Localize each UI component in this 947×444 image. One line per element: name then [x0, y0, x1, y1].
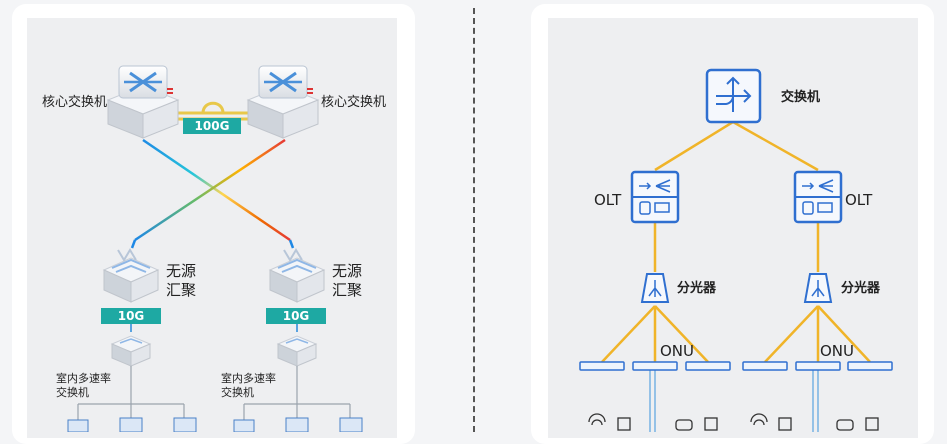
topology-diagram	[67, 65, 893, 432]
endpoint-devices-right	[233, 417, 363, 432]
uplink-speed-right-badge: 10G	[266, 308, 326, 324]
pon-switch-label: 交换机	[781, 90, 821, 105]
core-switch-right-icon	[246, 65, 320, 139]
olt-left-icon	[630, 170, 680, 224]
splitter-right-icon	[803, 273, 833, 303]
indoor-switch-left-icon	[110, 335, 152, 367]
onu-devices-left	[579, 361, 731, 371]
olt-left-label: OLT	[594, 191, 622, 209]
uplink-speed-left-badge: 10G	[101, 308, 161, 324]
splitter-left-label: 分光器	[677, 281, 717, 296]
indoor-switch-right-icon	[276, 335, 318, 367]
indoor-switch-left-label-line2: 交换机	[56, 386, 89, 399]
core-switch-left-icon	[106, 65, 180, 139]
dashed-divider	[473, 8, 475, 432]
onu-devices-right	[742, 361, 893, 371]
passive-agg-left-icon	[102, 248, 160, 303]
cross-link-1	[142, 138, 291, 242]
onu-left-label: ONU	[660, 342, 695, 360]
splitter-left-icon	[640, 273, 670, 303]
onu-right-label: ONU	[820, 342, 855, 360]
pon-switch-icon	[705, 68, 762, 124]
core-link-speed-badge: 100G	[183, 118, 241, 134]
core-switch-right-label: 核心交换机	[321, 95, 387, 110]
passive-agg-right-icon	[268, 248, 326, 303]
passive-agg-right-label-line1: 无源	[332, 262, 363, 280]
cross-link-2	[134, 138, 286, 242]
pon-endpoints-left	[588, 413, 718, 431]
passive-agg-right-label-line2: 汇聚	[332, 281, 363, 299]
splitter-right-label: 分光器	[841, 281, 881, 296]
passive-agg-left-label-line1: 无源	[166, 262, 197, 280]
left-panel	[27, 18, 397, 438]
core-switch-left-label: 核心交换机	[42, 95, 108, 110]
indoor-switch-right-label-line1: 室内多速率	[221, 372, 276, 385]
pon-endpoints-right	[750, 413, 879, 431]
olt-right-icon	[793, 170, 843, 224]
passive-agg-left-label-line2: 汇聚	[166, 281, 197, 299]
olt-right-label: OLT	[845, 191, 873, 209]
indoor-switch-left-label-line1: 室内多速率	[56, 372, 111, 385]
endpoint-devices-left	[67, 417, 197, 432]
indoor-switch-right-label-line2: 交换机	[221, 386, 254, 399]
